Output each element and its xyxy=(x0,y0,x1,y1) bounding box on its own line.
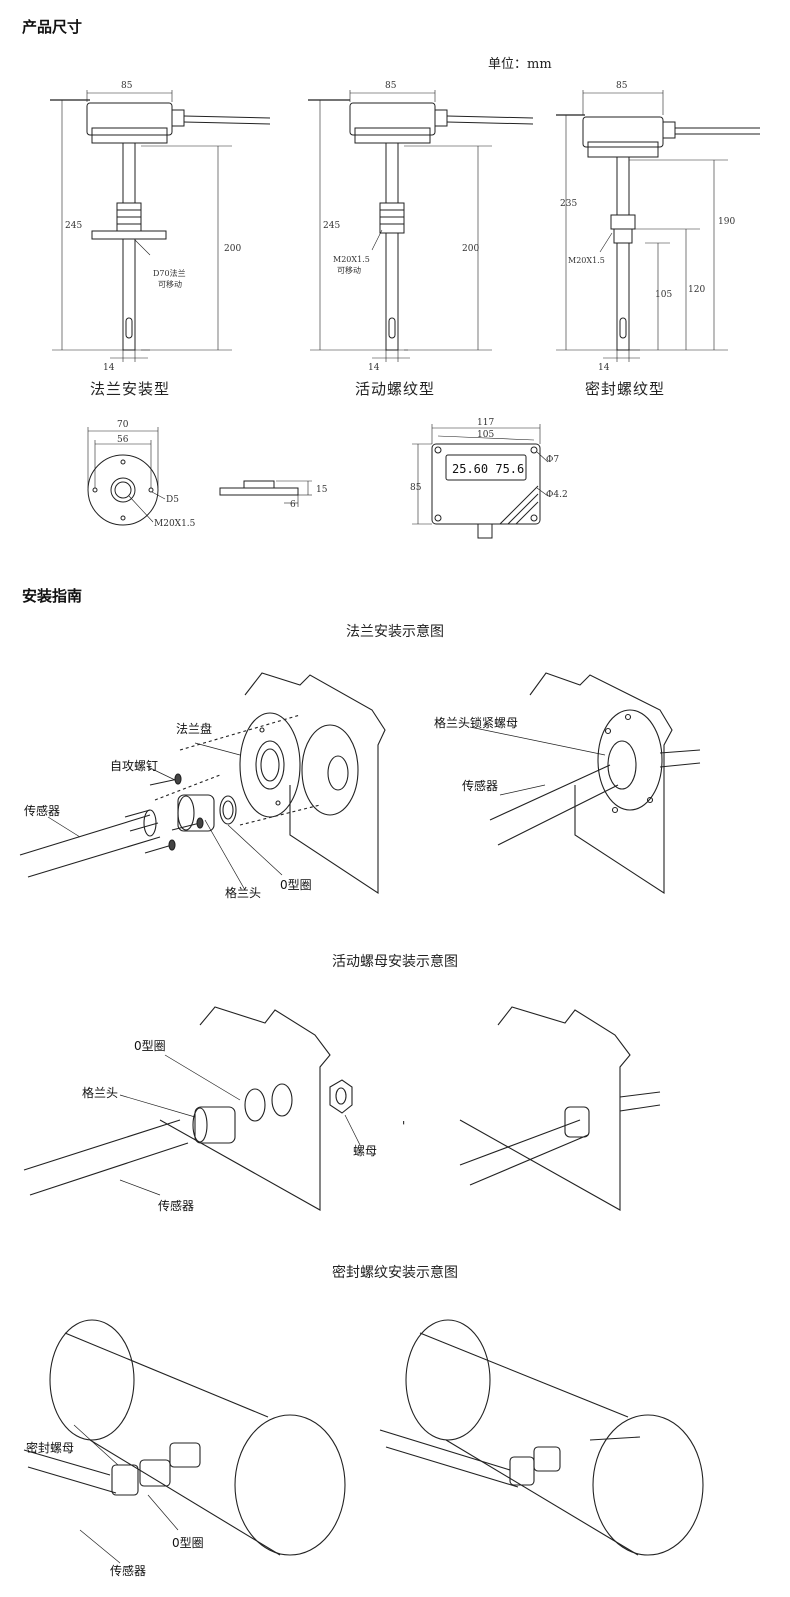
dim-sealed-105: 105 xyxy=(655,290,672,300)
dim-flange-dia: 14 xyxy=(103,363,115,373)
sealed-install-illustration: 密封螺母 0型圈 传感器 xyxy=(23,1319,704,1578)
note-sealed-thread: M20X1.5 xyxy=(568,256,605,265)
note-flange-movable: 可移动 xyxy=(158,279,182,289)
label-nut-sensor: 传感器 xyxy=(158,1198,194,1213)
note-flange-d70: D70法兰 xyxy=(153,268,186,278)
drawing-flange-type xyxy=(50,90,271,362)
drawing-sealed-type xyxy=(556,90,760,362)
dim-flange-probe: 200 xyxy=(224,244,241,254)
dimension-drawings: 85 245 200 14 D70法兰 可移动 85 245 200 14 M2… xyxy=(50,81,760,539)
dim-flange-56: 56 xyxy=(117,435,129,445)
dim-housing-85: 85 xyxy=(410,483,422,493)
caption-flange-type: 法兰安装型 xyxy=(89,380,170,398)
dim-sealed-dia: 14 xyxy=(598,363,610,373)
drawing-housing-front-view xyxy=(412,424,549,539)
section-title-product-size: 产品尺寸 xyxy=(22,18,83,36)
drawing-flange-side-view xyxy=(219,480,312,507)
subtitle-flange-install: 法兰安装示意图 xyxy=(346,624,444,640)
caption-sealed-type: 密封螺纹型 xyxy=(584,380,665,398)
label-nut-oring: 0型圈 xyxy=(134,1039,166,1053)
label-self-tapping-screw: 自攻螺钉 xyxy=(110,759,158,773)
dim-housing-phi7: Φ7 xyxy=(546,455,559,465)
dim-sealed-190: 190 xyxy=(718,217,735,227)
housing-display-reading: 25.60 75.6 xyxy=(452,462,524,476)
label-flange-plate: 法兰盘 xyxy=(176,721,212,736)
label-sealed-oring: 0型圈 xyxy=(172,1536,204,1550)
label-sealed-sensor: 传感器 xyxy=(110,1563,146,1578)
dim-movable-total: 245 xyxy=(323,221,340,231)
dim-flange-70: 70 xyxy=(117,420,129,430)
label-nut: 螺母 xyxy=(353,1144,377,1158)
section-title-install-guide: 安装指南 xyxy=(22,587,83,605)
nut-install-illustration: 0型圈 格兰头 螺母 传感器 ' xyxy=(23,1006,661,1213)
label-sealed-nut: 密封螺母 xyxy=(26,1440,74,1455)
label-gland-lock-nut: 格兰头锁紧螺母 xyxy=(434,715,518,730)
dim-movable-probe: 200 xyxy=(462,244,479,254)
subtitle-sealed-install: 密封螺纹安装示意图 xyxy=(332,1265,458,1281)
note-movable-thread: M20X1.5 xyxy=(333,255,370,264)
dim-housing-117: 117 xyxy=(477,418,494,428)
stray-mark: ' xyxy=(402,1119,405,1133)
dim-housing-105: 105 xyxy=(477,430,494,440)
dim-flange-d5: D5 xyxy=(166,495,179,505)
subtitle-nut-install: 活动螺母安装示意图 xyxy=(332,954,458,970)
dim-movable-dia: 14 xyxy=(368,363,380,373)
drawing-movable-type xyxy=(308,90,534,362)
label-flange-sensor: 传感器 xyxy=(24,803,60,818)
label-nut-gland: 格兰头 xyxy=(82,1085,118,1100)
dim-sealed-120: 120 xyxy=(688,285,705,295)
dim-sealed-width: 85 xyxy=(616,81,628,91)
note-movable-movable: 可移动 xyxy=(337,265,361,275)
unit-label: 单位：mm xyxy=(488,57,552,72)
label-flange-sensor-right: 传感器 xyxy=(462,778,498,793)
label-flange-gland: 格兰头 xyxy=(225,885,261,900)
dim-flange-6: 6 xyxy=(290,500,296,510)
dim-flange-total: 245 xyxy=(65,221,82,231)
dim-flange-width: 85 xyxy=(121,81,133,91)
dim-flange-15: 15 xyxy=(316,485,328,495)
caption-movable-type: 活动螺纹型 xyxy=(354,380,435,398)
dim-movable-width: 85 xyxy=(385,81,397,91)
dim-housing-phi42: Φ4.2 xyxy=(546,490,568,500)
flange-install-illustration: 法兰盘 自攻螺钉 传感器 格兰头 0型圈 格兰头锁紧螺母 传感器 xyxy=(19,672,701,900)
label-flange-oring: 0型圈 xyxy=(280,878,312,892)
dim-flange-thread: M20X1.5 xyxy=(154,519,196,529)
dim-sealed-total: 235 xyxy=(560,199,577,209)
drawing-flange-top-view xyxy=(87,427,166,526)
